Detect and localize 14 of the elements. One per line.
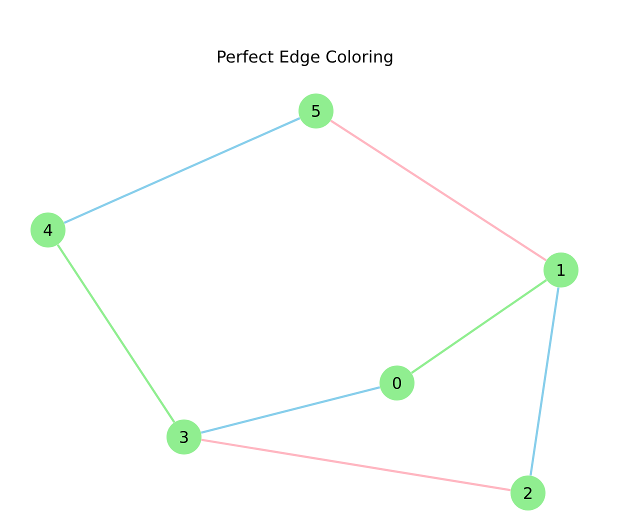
graph-node: 0 xyxy=(380,366,414,400)
edge-line xyxy=(330,120,547,262)
title: Perfect Edge Coloring xyxy=(218,50,392,66)
edge-line xyxy=(64,117,300,224)
graph-node: 2 xyxy=(510,476,546,510)
edge-line xyxy=(200,386,380,434)
edge-line xyxy=(201,438,511,492)
graph-node: 4 xyxy=(30,212,66,248)
graph-node: 3 xyxy=(166,420,202,454)
edge-line xyxy=(56,244,176,423)
graph-node: 1 xyxy=(544,252,578,288)
edge-line xyxy=(410,279,548,374)
graph-node: 5 xyxy=(298,94,334,128)
edge-line xyxy=(530,287,560,476)
